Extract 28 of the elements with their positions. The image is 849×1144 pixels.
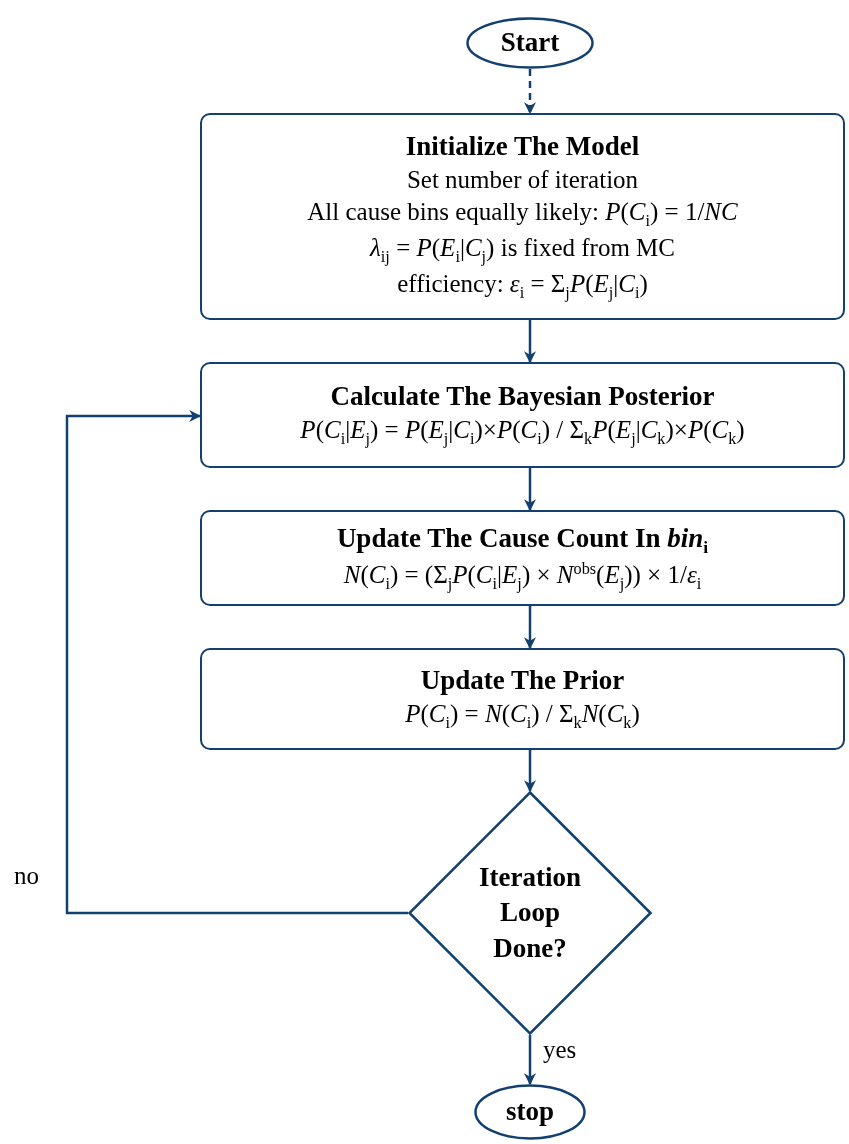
body-text: All cause bins equally likely: P(C$_{i}$) = 1/NC — [307, 197, 738, 233]
arrow — [524, 69, 536, 115]
terminal-oval — [466, 17, 594, 69]
body-text: N(C$_{i}$) = (Σ$_{j}$P(C$_{i}$|E$_{j}$) × N$^{obs}$(E$_{j}$)) × 1/ε$_{i}$ — [343, 558, 702, 596]
process-box — [200, 113, 845, 320]
node-label: Iteration Loop Done? — [478, 861, 582, 965]
decision-diamond — [408, 791, 652, 1035]
body-text: P(C$_{i}$|E$_{j}$) = P(E$_{j}$|C$_{i}$)×P(C$_{i}$) / Σ$_{k}$P(E$_{j}$|C$_{k}$)×P(C$_{k}$) — [300, 415, 745, 451]
arrow — [524, 606, 536, 650]
box-heading: Initialize The Model — [405, 129, 640, 163]
arrow — [524, 320, 536, 364]
body-text: P(C$_{i}$) = N(C$_{i}$) / Σ$_{k}$N(C$_{k}$) — [405, 699, 640, 735]
box-heading: Update The Prior — [420, 664, 625, 698]
arrow — [524, 468, 536, 512]
process-box — [200, 510, 845, 606]
process-box — [200, 362, 845, 468]
node-label: Start — [500, 26, 560, 60]
arrow — [524, 1035, 536, 1086]
body-text: Set number of iteration — [406, 164, 639, 195]
box-heading: Update The Cause Count In bin$_{i}$ — [336, 521, 709, 559]
process-box — [200, 648, 845, 750]
body-text: efficiency: ε$_{i}$ = Σ$_{j}$P(E$_{j}$|C$_{i}$) — [397, 269, 648, 305]
body-text: λ$_{ij}$ = P(E$_{i}$|C$_{j}$) is fixed from MC — [370, 233, 675, 269]
box-heading: Calculate The Bayesian Posterior — [330, 380, 715, 414]
arrow — [524, 750, 536, 793]
terminal-oval — [474, 1084, 586, 1140]
node-label: stop — [506, 1095, 554, 1129]
arrow — [65, 410, 408, 915]
